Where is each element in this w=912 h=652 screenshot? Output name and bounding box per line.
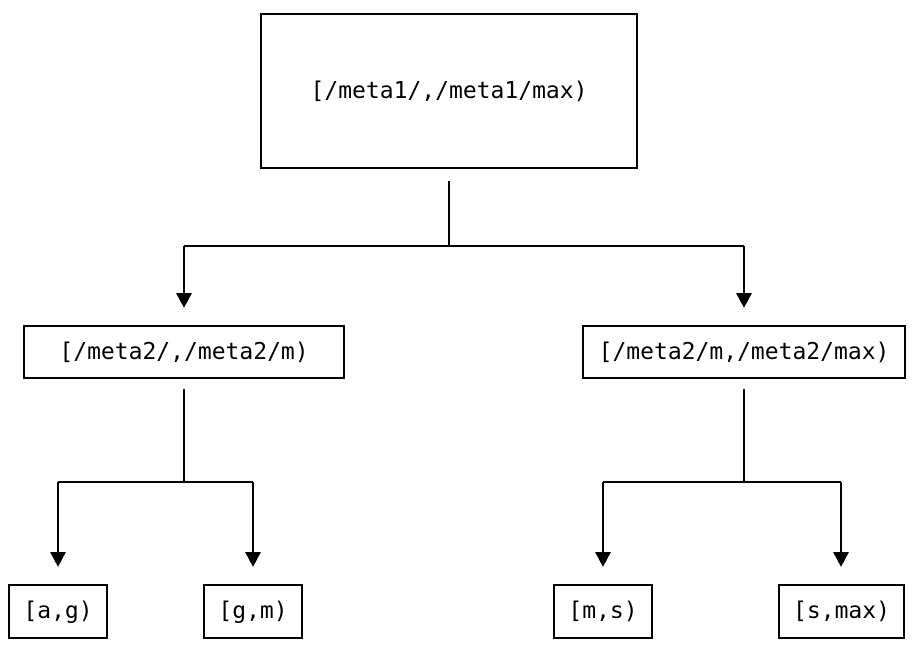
arrow-down-icon: [833, 552, 849, 567]
leaf-node-s-max: [s,max): [778, 584, 905, 639]
edge-right-node-to-leaves: [602, 389, 842, 553]
node-root: [/meta1/,/meta1/max): [260, 13, 638, 169]
arrow-down-icon: [50, 552, 66, 567]
edge-root-to-children: [183, 181, 745, 294]
arrow-down-icon: [736, 293, 752, 308]
arrow-down-icon: [245, 552, 261, 567]
arrow-down-icon: [176, 293, 192, 308]
node-root-label: [/meta1/,/meta1/max): [310, 77, 588, 104]
leaf-node-a-g-label: [a,g): [23, 598, 93, 624]
leaf-node-g-m-label: [g,m): [218, 598, 288, 624]
leaf-node-s-max-label: [s,max): [793, 598, 890, 624]
leaf-node-a-g: [a,g): [8, 584, 108, 639]
node-meta2-right-label: [/meta2/m,/meta2/max): [598, 338, 890, 365]
edge-left-node-to-leaves: [57, 389, 254, 553]
leaf-node-m-s: [m,s): [553, 584, 653, 639]
node-meta2-left-label: [/meta2/,/meta2/m): [59, 338, 309, 365]
node-meta2-left: [/meta2/,/meta2/m): [23, 325, 345, 379]
arrow-down-icon: [595, 552, 611, 567]
leaf-node-g-m: [g,m): [203, 584, 303, 639]
leaf-node-m-s-label: [m,s): [568, 598, 638, 624]
node-meta2-right: [/meta2/m,/meta2/max): [582, 325, 906, 379]
